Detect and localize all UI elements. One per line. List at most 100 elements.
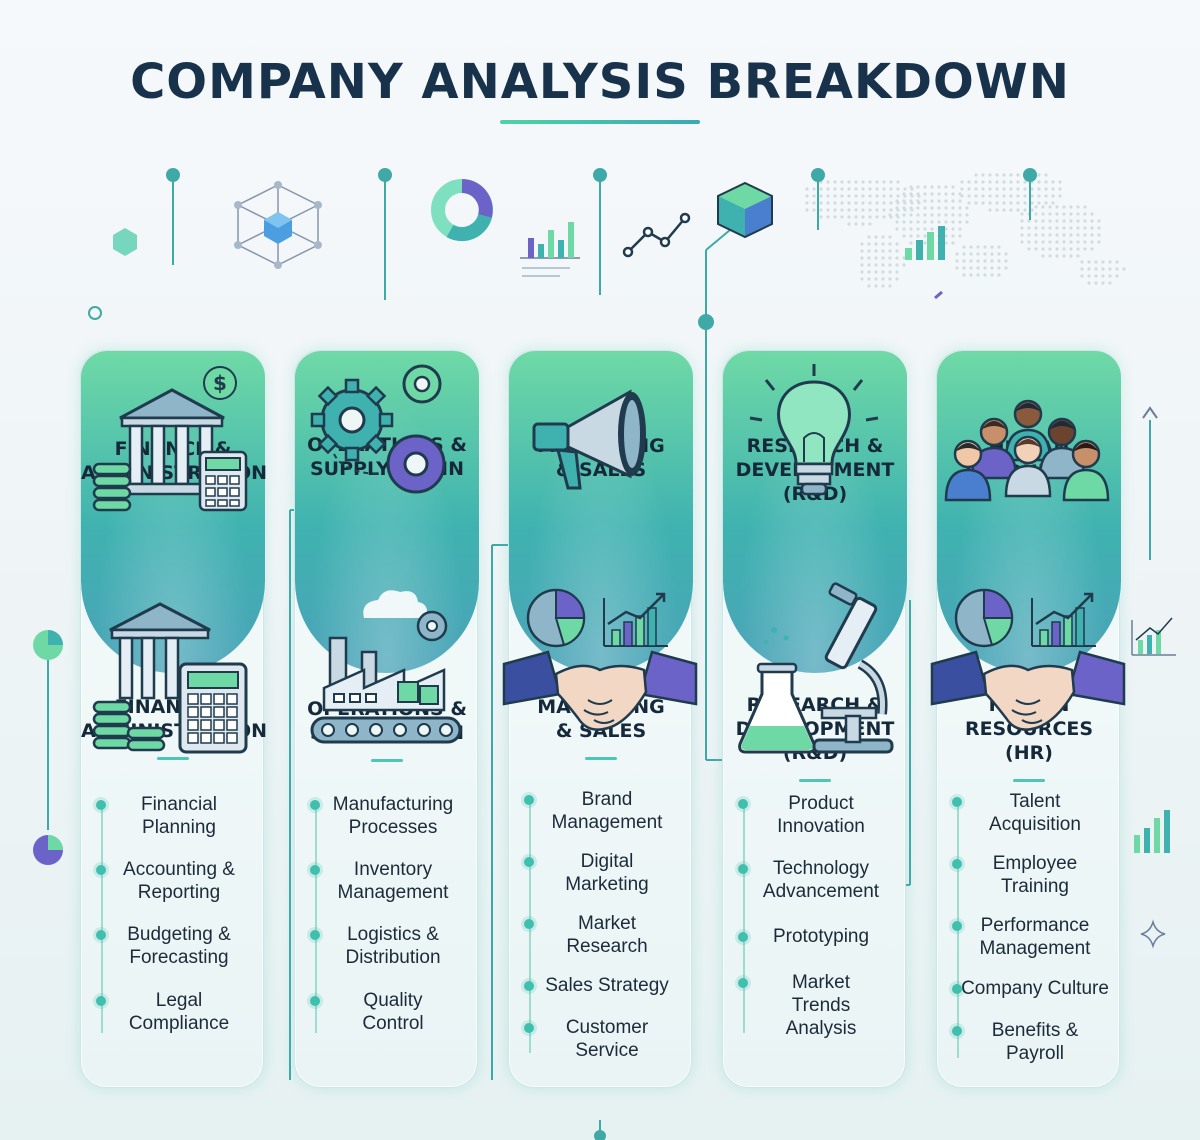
list-item-line: Digital — [580, 851, 634, 872]
team-people-icon — [944, 399, 1110, 502]
list-bullet — [738, 932, 748, 942]
subtitle-divider — [371, 759, 403, 762]
list-item-line: Acquisition — [989, 814, 1081, 835]
column-illustrations — [310, 364, 462, 744]
list-item-line: Reporting — [137, 882, 221, 903]
bar-chart-icon — [520, 222, 580, 277]
list-bullet — [524, 919, 534, 929]
list-item: Prototyping — [737, 925, 905, 948]
list-item-line: Logistics & — [347, 924, 439, 945]
list-connector — [315, 805, 317, 1033]
column-illustrations — [502, 389, 698, 731]
bank-calculator-icon — [92, 602, 248, 754]
list-item-line: Legal — [155, 990, 203, 1011]
list-item-line: Customer — [565, 1017, 649, 1038]
list-item: Sales Strategy — [523, 974, 691, 997]
list-item-line: Manufacturing — [332, 794, 454, 815]
list-item-line: Quality — [363, 990, 423, 1011]
list-bullet — [524, 857, 534, 867]
list-item-line: Trends — [791, 995, 851, 1016]
list-bullet — [952, 859, 962, 869]
list-bullet — [310, 930, 320, 940]
list-item-line: Talent — [1009, 791, 1061, 812]
list-bullet — [738, 864, 748, 874]
factory-icon — [310, 590, 462, 744]
list-item-line: Forecasting — [129, 947, 229, 968]
list-item-line: Prototyping — [772, 926, 870, 947]
list-item-line: Inventory — [353, 859, 433, 880]
microscope-flask-icon — [738, 582, 894, 754]
list-item: Logistics &Distribution — [309, 923, 477, 969]
list-bullet — [524, 981, 534, 991]
list-item-line: Benefits & — [991, 1020, 1079, 1041]
pie-chart-icon — [33, 630, 63, 660]
list-item-line: Marketing — [565, 874, 649, 895]
list-item-line: Planning — [142, 817, 216, 838]
list-connector — [743, 805, 745, 1033]
list-item-line: Compliance — [128, 1013, 230, 1034]
list-item-line: Distribution — [345, 947, 441, 968]
list-item-line: Payroll — [1005, 1043, 1065, 1064]
line-graph-icon — [622, 212, 691, 258]
column-illustrations — [738, 364, 894, 754]
donut-chart-icon — [431, 179, 493, 242]
list-item-line: Market — [791, 972, 851, 993]
list-bullet — [96, 865, 106, 875]
list-item-line: Technology — [772, 858, 870, 879]
subtitle-divider — [585, 757, 617, 760]
list-item-line: Performance — [980, 915, 1090, 936]
list-item-line: Management — [551, 812, 663, 833]
list-item-line: Financial — [140, 794, 218, 815]
column-marketing: MARKETING& SALESMARKETING& SALESBrandMan… — [508, 350, 693, 1088]
list-bullet — [524, 1023, 534, 1033]
chart-growth-icon — [1131, 617, 1176, 656]
list-item-line: Innovation — [777, 816, 865, 837]
gears-icon — [310, 364, 446, 494]
pie-chart-icon — [33, 835, 63, 865]
list-item-line: Market — [577, 913, 637, 934]
list-item-line: Budgeting & — [127, 924, 231, 945]
subtitle-line: (HR) — [1005, 742, 1053, 764]
subtitle-divider — [157, 757, 189, 760]
bar-chart-icon — [905, 226, 945, 300]
handshake-charts-icon — [502, 588, 698, 731]
list-item-line: Research — [566, 936, 648, 957]
list-item-line: Company Culture — [961, 978, 1109, 999]
list-item: Company Culture — [951, 977, 1119, 1000]
subtitle-divider — [799, 779, 831, 782]
list-bullet — [952, 797, 962, 807]
list-item-line: Management — [979, 938, 1091, 959]
subtitle-divider — [1013, 779, 1045, 782]
handshake-charts-icon — [930, 588, 1126, 731]
list-item-line: Service — [575, 1040, 639, 1061]
list-item-line: Advancement — [762, 881, 880, 902]
list-item-line: Sales Strategy — [545, 975, 669, 996]
subtitle-line: & SALES — [555, 720, 647, 742]
list-item-line: Accounting & — [123, 859, 235, 880]
lightbulb-icon — [749, 364, 879, 496]
list-bullet — [310, 996, 320, 1006]
column-illustrations: $ — [92, 366, 248, 754]
list-bullet — [952, 921, 962, 931]
megaphone-icon — [532, 389, 646, 490]
list-item-line: Brand — [581, 789, 633, 810]
list-connector — [101, 805, 103, 1033]
list-bullet — [96, 930, 106, 940]
list-item-line: Employee — [992, 853, 1078, 874]
list-bullet — [96, 996, 106, 1006]
title-underline — [500, 120, 700, 124]
list-item-line: Control — [362, 1013, 424, 1034]
list-bullet — [310, 865, 320, 875]
svg-text:$: $ — [213, 371, 227, 395]
